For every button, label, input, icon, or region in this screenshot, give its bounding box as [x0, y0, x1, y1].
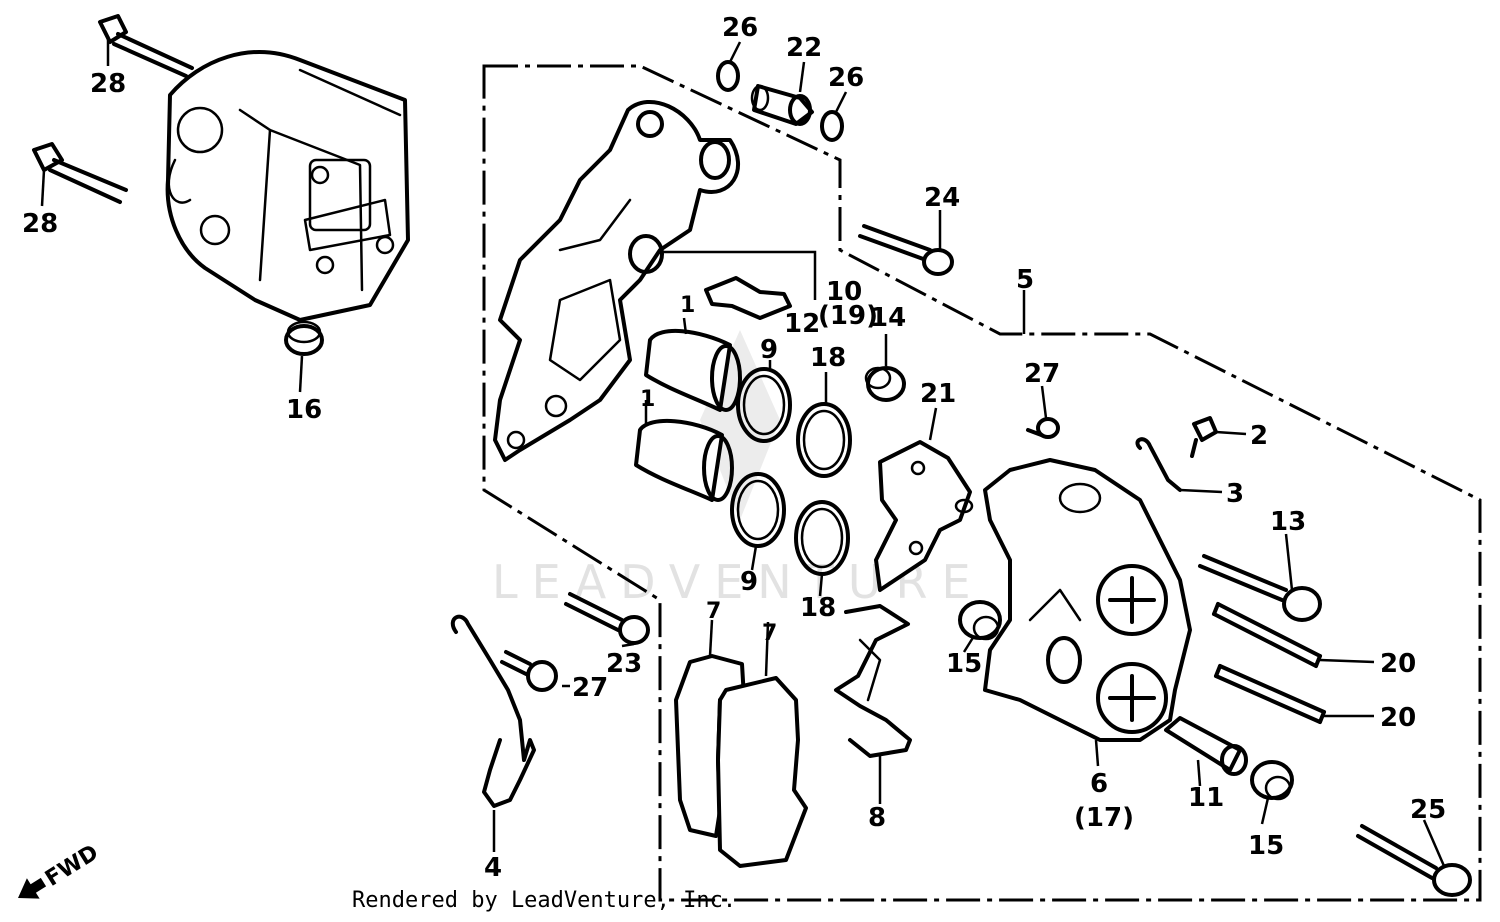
- callout-19: (19): [818, 301, 878, 331]
- bolt-24: [858, 224, 954, 276]
- callout-21: 21: [920, 379, 956, 409]
- ring-26-right: [820, 110, 844, 142]
- callout-27-upper: 27: [1024, 359, 1060, 389]
- callout-5: 5: [1016, 265, 1034, 295]
- callout-27-lower: 27: [572, 673, 608, 703]
- cap-14: [864, 366, 906, 402]
- bleeder-2: [1190, 416, 1218, 458]
- callout-28-lower: 28: [22, 209, 58, 239]
- callout-7-right: 7: [762, 621, 777, 646]
- piston-1-upper: [644, 328, 742, 412]
- bolt-25: [1356, 824, 1472, 897]
- callout-16: 16: [286, 395, 322, 425]
- callout-15-left: 15: [946, 649, 982, 679]
- callout-9-upper: 9: [760, 335, 778, 365]
- callout-13: 13: [1270, 507, 1306, 537]
- callout-6: 6: [1090, 769, 1108, 799]
- bracket-line-10: [648, 250, 817, 300]
- callout-20-lower: 20: [1380, 703, 1416, 733]
- callout-4: 4: [484, 853, 502, 883]
- callout-20-upper: 20: [1380, 649, 1416, 679]
- callout-18-lower: 18: [800, 593, 836, 623]
- cap-15-right: [1250, 760, 1294, 801]
- bolt-28-lower: [32, 142, 128, 204]
- callout-14: 14: [870, 303, 906, 333]
- spring-4: [450, 614, 536, 808]
- callout-26-right: 26: [828, 63, 864, 93]
- pin-20-lower: [1214, 664, 1326, 724]
- callout-25: 25: [1410, 795, 1446, 825]
- shim-21: [874, 440, 974, 592]
- callout-3: 3: [1226, 479, 1244, 509]
- bolt-28-upper: [98, 14, 194, 78]
- assembled-caliper: [165, 50, 410, 322]
- callout-23: 23: [606, 649, 642, 679]
- forward-arrow-icon: [18, 877, 47, 899]
- caliper-bracket: [493, 99, 741, 462]
- pin-20-upper: [1212, 602, 1322, 668]
- bolt-27-upper: [1026, 417, 1060, 439]
- callouts: 26 22 26 24 5 10 (19) 12 14 1 1 9 18 21 …: [22, 13, 1446, 883]
- callout-1-lower: 1: [640, 387, 655, 412]
- callout-10: 10: [826, 277, 862, 307]
- assembly-boundary: [482, 64, 1482, 902]
- sleeve-22: [750, 84, 814, 126]
- callout-11: 11: [1188, 783, 1224, 813]
- bolt-13: [1198, 554, 1322, 622]
- leader-lines: [40, 36, 1446, 867]
- callout-15-right: 15: [1248, 831, 1284, 861]
- callout-24: 24: [924, 183, 960, 213]
- spring-plate-8: [834, 604, 912, 758]
- clip-12: [704, 276, 792, 320]
- sleeve-11: [1164, 716, 1248, 776]
- seal-18-upper: [796, 402, 852, 478]
- callout-12: 12: [784, 309, 820, 339]
- cap-16: [284, 320, 324, 356]
- bolt-27-lower: [500, 650, 558, 692]
- callout-9-lower: 9: [740, 567, 758, 597]
- clip-3: [1135, 437, 1182, 492]
- callout-28-upper: 28: [90, 69, 126, 99]
- caliper-body-6: [983, 458, 1192, 742]
- pad-7-rear: [716, 676, 808, 868]
- cap-15-left: [958, 600, 1002, 641]
- ring-26-left: [716, 60, 740, 92]
- bolt-23: [564, 592, 650, 645]
- footer-credit: Rendered by LeadVenture, Inc.: [352, 888, 737, 913]
- fwd-label: FWD: [41, 840, 103, 892]
- callout-2: 2: [1250, 421, 1268, 451]
- callout-7-left: 7: [706, 599, 721, 624]
- callout-26-left: 26: [722, 13, 758, 43]
- callout-1-upper: 1: [680, 293, 695, 318]
- seal-9-upper: [736, 367, 792, 443]
- forward-arrow: FWD: [18, 840, 103, 899]
- callout-8: 8: [868, 803, 886, 833]
- callout-17: (17): [1074, 803, 1134, 833]
- callout-18-upper: 18: [810, 343, 846, 373]
- piston-1-lower: [634, 418, 734, 502]
- callout-22: 22: [786, 33, 822, 63]
- seal-9-lower: [730, 472, 786, 548]
